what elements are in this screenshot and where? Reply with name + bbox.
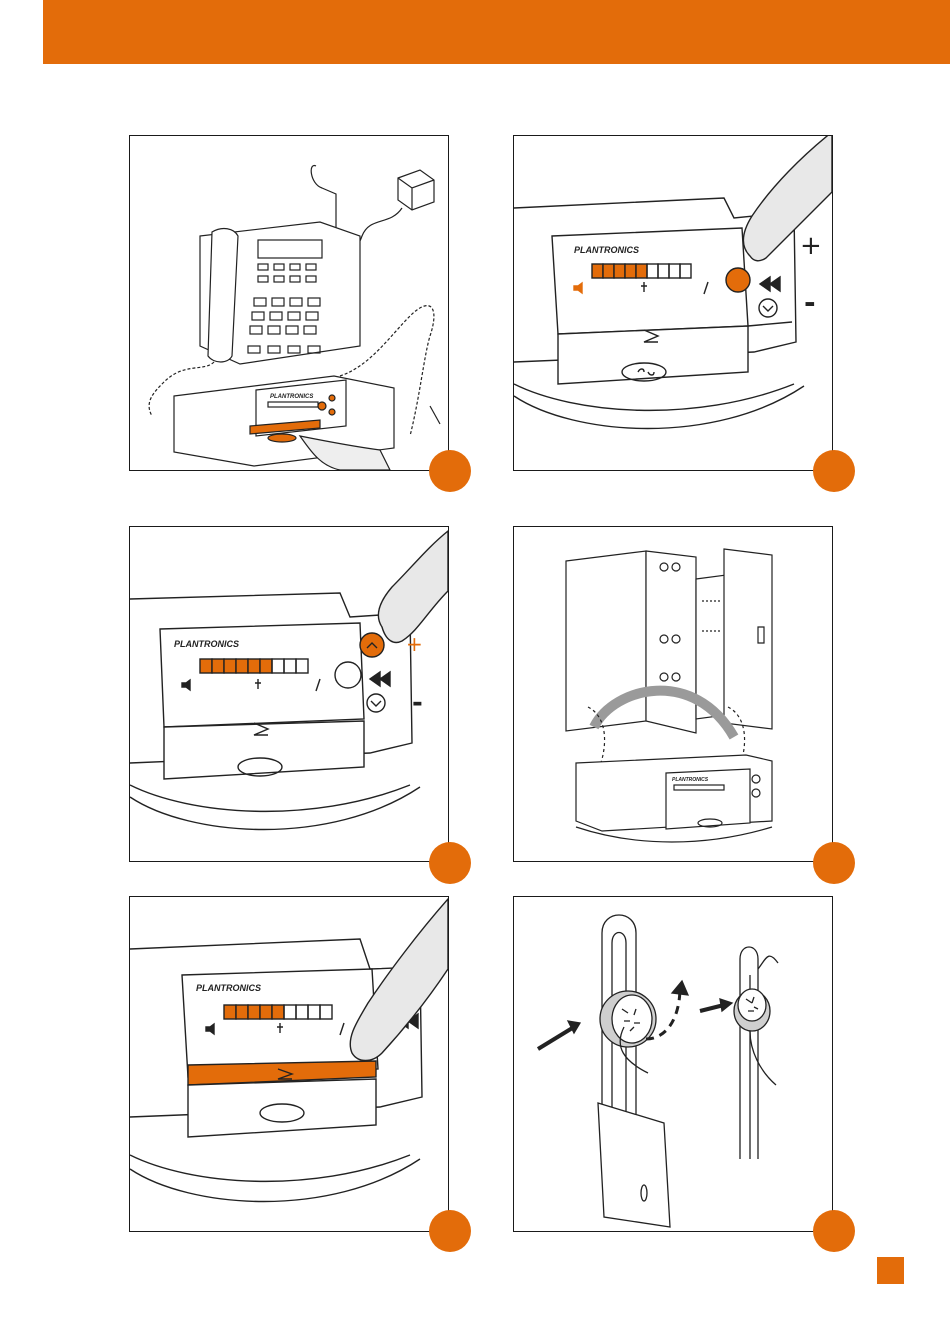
brand-label: PLANTRONICS bbox=[196, 983, 261, 993]
press-volume-up-illustration: PLANTRONICS bbox=[130, 527, 448, 861]
figure-panel-3: PLANTRONICS bbox=[129, 526, 449, 862]
brand-label: PLANTRONICS bbox=[672, 777, 709, 783]
figure-marker-6 bbox=[813, 1210, 855, 1252]
figure-marker-1 bbox=[429, 450, 471, 492]
page-corner-marker bbox=[877, 1257, 904, 1284]
press-mute-illustration: PLANTRONICS bbox=[130, 897, 448, 1231]
figure-panel-4: PLANTRONICS bbox=[513, 526, 833, 862]
figure-marker-5 bbox=[429, 1210, 471, 1252]
brand-label: PLANTRONICS bbox=[574, 245, 639, 255]
volume-up-button-pressed bbox=[360, 633, 384, 657]
header-bar bbox=[43, 0, 950, 64]
plus-sign: + bbox=[406, 632, 423, 656]
press-rewind-illustration: PLANTRONICS bbox=[514, 136, 832, 470]
telephone-setup-illustration: PLANTRONICS bbox=[130, 136, 448, 470]
rewind-button-pressed bbox=[726, 268, 750, 292]
minus-sign: - bbox=[804, 286, 816, 319]
figure-marker-3 bbox=[429, 842, 471, 884]
rewind-button bbox=[335, 662, 361, 688]
figure-panel-1: PLANTRONICS bbox=[129, 135, 449, 471]
headset-fitting-illustration bbox=[514, 897, 832, 1231]
attach-stand-illustration: PLANTRONICS bbox=[514, 527, 832, 861]
figure-panel-2: PLANTRONICS bbox=[513, 135, 833, 471]
brand-label: PLANTRONICS bbox=[174, 639, 239, 649]
figure-panel-6 bbox=[513, 896, 833, 1232]
plus-sign: + bbox=[800, 231, 822, 261]
figure-panel-5: PLANTRONICS bbox=[129, 896, 449, 1232]
brand-label: PLANTRONICS bbox=[270, 394, 313, 400]
figure-marker-4 bbox=[813, 842, 855, 884]
minus-sign: - bbox=[412, 688, 423, 718]
figure-marker-2 bbox=[813, 450, 855, 492]
